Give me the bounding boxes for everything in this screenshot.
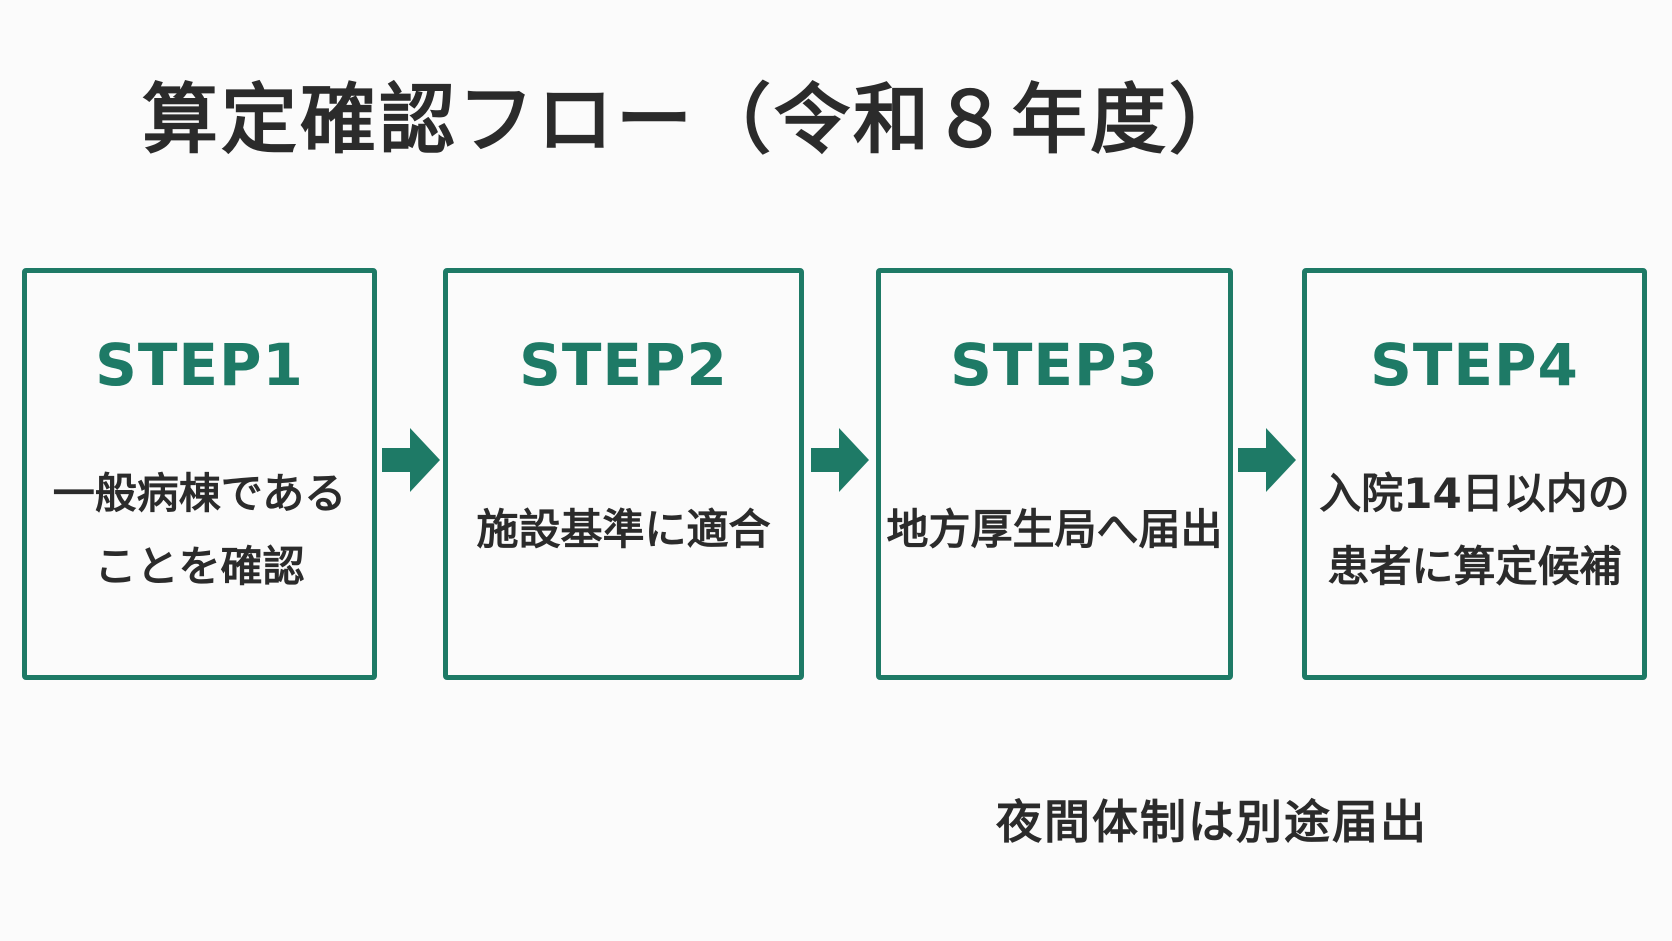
step-description: 一般病棟である ことを確認 (27, 445, 372, 615)
step-description: 地方厚生局へ届出 (881, 445, 1228, 615)
step-description-line: 患者に算定候補 (1327, 542, 1622, 591)
step-description-line: 入院14日以内の (1319, 468, 1630, 518)
step-description-line: ことを確認 (94, 542, 305, 591)
step-box-1: STEP1 一般病棟である ことを確認 (22, 268, 377, 680)
step-description: 施設基準に適合 (448, 445, 799, 615)
arrow-right-icon (1238, 428, 1296, 492)
step-description-line: 施設基準に適合 (476, 505, 771, 555)
diagram-title: 算定確認フロー（令和８年度） (142, 75, 1248, 164)
arrow-right-icon (811, 428, 869, 492)
step-box-2: STEP2 施設基準に適合 (443, 268, 804, 680)
step-label: STEP2 (519, 331, 728, 399)
step-label: STEP4 (1370, 331, 1579, 399)
step-description-line: 一般病棟である (52, 468, 347, 518)
step-description: 入院14日以内の 患者に算定候補 (1307, 445, 1642, 615)
footnote: 夜間体制は別途届出 (996, 795, 1428, 849)
arrow-right-icon (382, 428, 440, 492)
step-label: STEP3 (950, 331, 1159, 399)
step-box-4: STEP4 入院14日以内の 患者に算定候補 (1302, 268, 1647, 680)
step-label: STEP1 (95, 331, 304, 399)
step-box-3: STEP3 地方厚生局へ届出 (876, 268, 1233, 680)
step-description-line: 地方厚生局へ届出 (886, 505, 1223, 555)
